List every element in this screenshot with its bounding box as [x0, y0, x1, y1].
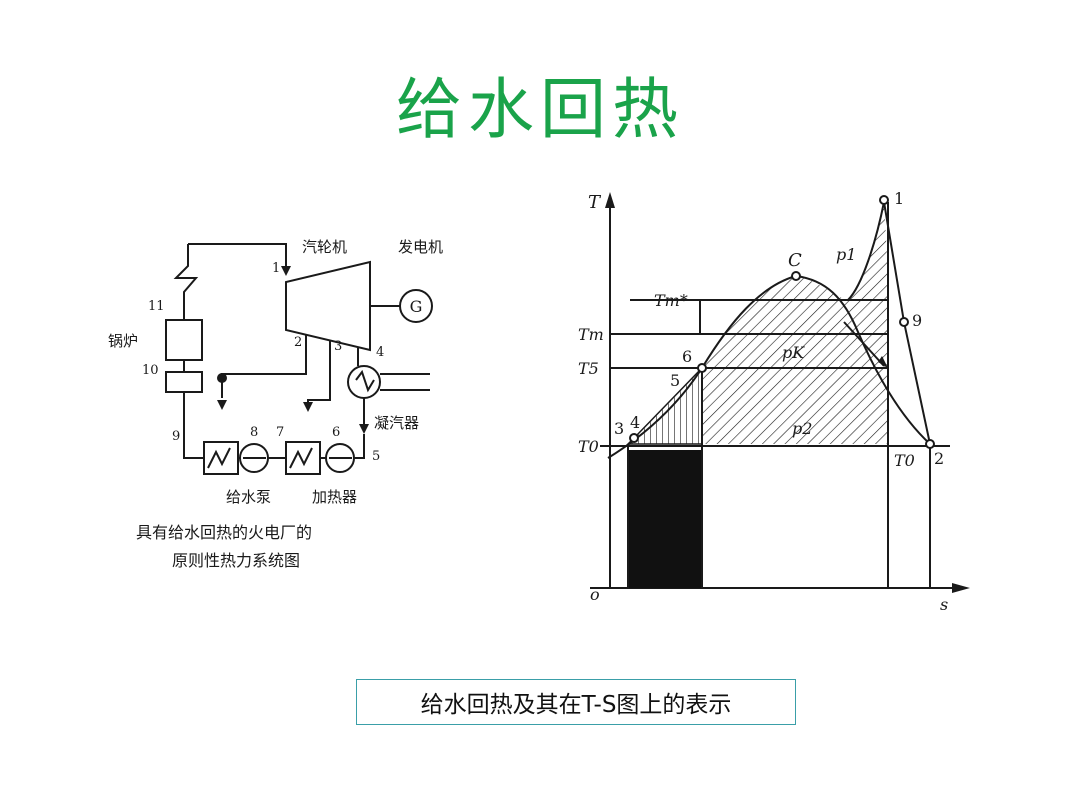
- point-6-label: 6: [682, 347, 692, 366]
- node-7: 7: [276, 425, 284, 440]
- critical-point-label: C: [788, 250, 802, 271]
- t-axis-arrow-icon: [605, 192, 615, 208]
- t5-label: T5: [578, 359, 599, 378]
- node-11: 11: [148, 299, 165, 314]
- plant-schematic: 汽轮机 发电机 G 锅炉 凝汽器 给水泵 加热器 具有给水回热的火电厂的 原则性…: [108, 238, 443, 570]
- regenerative-heat-area: [626, 366, 703, 445]
- p1-isobar: [847, 201, 885, 301]
- t-axis-label: T: [588, 192, 602, 213]
- s-axis-arrow-icon: [952, 583, 970, 593]
- t0-label: T0: [578, 437, 599, 456]
- node-1: 1: [272, 261, 280, 276]
- tm-label: Tm: [578, 325, 604, 344]
- point-3-label: 3: [614, 419, 624, 438]
- node-3: 3: [334, 339, 342, 354]
- ts-diagram: T s o 1 2 3 4 5 6 9 C Tm* Tm T5 T0 T0 p1…: [578, 189, 970, 614]
- point-9-label: 9: [912, 311, 922, 330]
- node-2: 2: [294, 335, 302, 350]
- node-10: 10: [142, 363, 159, 378]
- generator-label: 发电机: [398, 238, 443, 256]
- p1-label: p1: [836, 245, 856, 264]
- generator: [399, 289, 433, 323]
- slide-title: 给水回热: [396, 71, 684, 148]
- heater-1: [203, 441, 239, 475]
- feedwater-pipe: [183, 392, 204, 459]
- turbine: [285, 260, 371, 352]
- heater-label: 加热器: [312, 488, 357, 506]
- heater-2: [285, 441, 321, 475]
- t0-right-label: T0: [894, 451, 915, 470]
- boiler-label: 锅炉: [108, 332, 138, 350]
- point-4-label: 4: [630, 413, 640, 432]
- point-5-label: 5: [670, 371, 680, 390]
- p2-label: p2: [792, 419, 812, 438]
- pump-label: 给水泵: [226, 488, 271, 506]
- main-steam-pipe: [188, 243, 287, 260]
- point-2-label: 2: [934, 449, 944, 468]
- node-5: 5: [372, 449, 380, 464]
- extraction-1: [221, 334, 307, 398]
- turbine-label: 汽轮机: [302, 238, 347, 256]
- origin-label: o: [590, 585, 600, 604]
- heat-rejected-area: [628, 450, 702, 588]
- extraction-2: [307, 340, 331, 410]
- tm-star-label: Tm*: [654, 291, 688, 310]
- point-1-label: 1: [894, 189, 904, 208]
- condenser-label: 凝汽器: [374, 414, 419, 432]
- node-9: 9: [172, 429, 180, 444]
- condenser: [347, 365, 381, 399]
- node-4: 4: [376, 345, 384, 360]
- pk-label: pK: [782, 343, 805, 362]
- economizer: [165, 371, 203, 393]
- node-6: 6: [332, 425, 340, 440]
- boiler: [165, 319, 203, 361]
- boiler-zigzag: [173, 244, 199, 320]
- schematic-caption-line2: 原则性热力系统图: [172, 551, 300, 570]
- generator-symbol: G: [410, 297, 423, 316]
- figure-caption: 给水回热及其在T-S图上的表示: [356, 679, 796, 725]
- node-8: 8: [250, 425, 258, 440]
- schematic-caption-line1: 具有给水回热的火电厂的: [136, 523, 312, 542]
- steam-arrow-icon: [281, 266, 291, 276]
- s-axis-label: s: [940, 595, 948, 614]
- work-area: [702, 202, 888, 444]
